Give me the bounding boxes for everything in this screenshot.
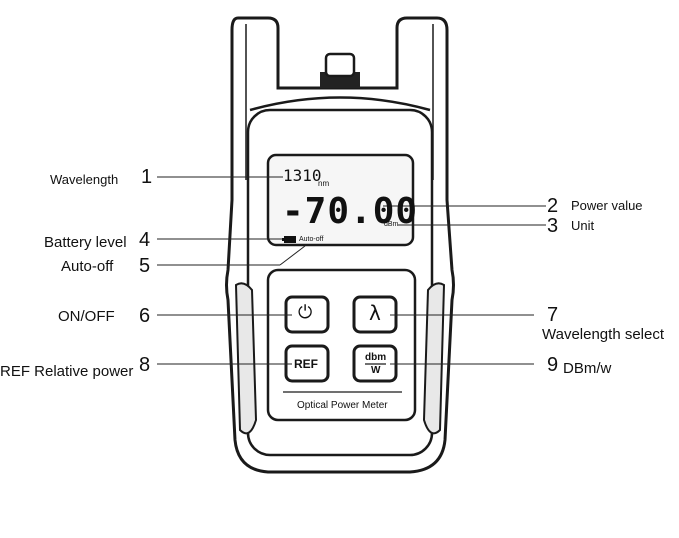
callout-label-wavelength: Wavelength — [50, 172, 119, 187]
left-grip — [234, 282, 258, 435]
callout-label-on-off: ON/OFF — [58, 308, 115, 325]
callout-number-3: 3 — [547, 215, 559, 237]
callout-number-1: 1 — [141, 166, 153, 188]
callout-label-dbm-w: DBm/w — [563, 360, 612, 377]
lcd-power-value: -70.00 — [282, 191, 419, 232]
lcd-wavelength-unit: nm — [318, 179, 330, 188]
callout-label-wavelength-select: Wavelength select — [542, 326, 665, 343]
battery-icon — [284, 236, 296, 243]
lcd-power-unit: dBm — [384, 221, 399, 228]
right-grip — [422, 282, 446, 435]
upper-inner-curve — [249, 96, 431, 112]
w-label: W — [371, 365, 381, 376]
ref-label: REF — [294, 357, 318, 371]
connector-top — [324, 52, 356, 78]
callout-number-5: 5 — [139, 255, 151, 277]
callout-label-battery-level: Battery level — [44, 234, 127, 251]
callout-label-auto-off: Auto-off — [61, 258, 114, 275]
callout-label-unit: Unit — [571, 218, 595, 233]
lcd-auto-off: Auto-off — [299, 236, 324, 243]
lcd-wavelength: 1310 — [283, 166, 322, 185]
callout-label-ref-relative-power: REF Relative power — [0, 363, 134, 380]
callout-number-6: 6 — [139, 305, 151, 327]
callout-number-2: 2 — [547, 195, 559, 217]
device-label: Optical Power Meter — [297, 400, 388, 411]
callout-label-power-value: Power value — [571, 198, 643, 213]
lambda-icon: λ — [369, 301, 381, 325]
lcd-screen — [266, 153, 415, 247]
callout-number-8: 8 — [139, 354, 151, 376]
callout-number-4: 4 — [139, 229, 151, 251]
power-icon: ⏻ — [298, 302, 313, 323]
callout-number-7: 7 — [547, 304, 559, 326]
callout-number-9: 9 — [547, 354, 559, 376]
dbm-label: dbm — [365, 352, 387, 363]
